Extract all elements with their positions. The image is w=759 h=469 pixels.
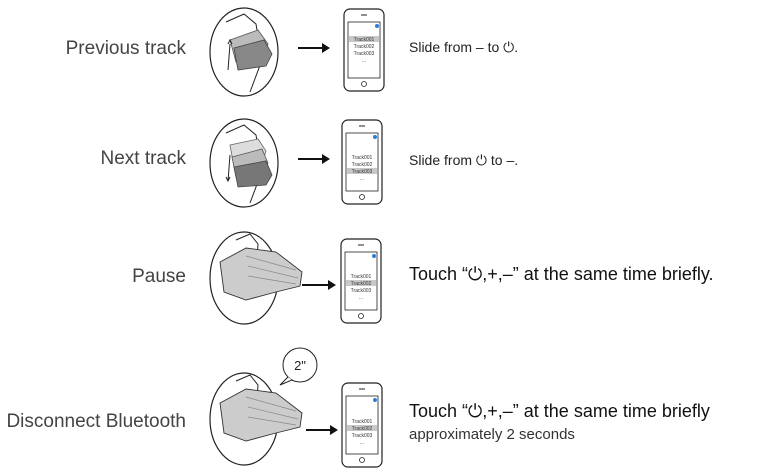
track-item: Track001 <box>352 155 373 161</box>
status-dot-icon <box>372 254 376 258</box>
timer-bubble-text: 2" <box>294 358 306 373</box>
phone-illustration: Track001 Track002 Track003 ... <box>343 8 385 92</box>
row-description: Slide from ⏻ to –. <box>409 152 519 168</box>
track-item: Track003 <box>352 433 373 439</box>
track-item: ... <box>359 295 363 301</box>
track-item: Track001 <box>354 37 375 43</box>
track-item: Track002 <box>351 281 372 287</box>
swipe-down-hand-illustration: Track001 Track002 Track003 ... <box>209 118 383 208</box>
track-item: Track001 <box>352 419 373 425</box>
row-label: Previous track <box>65 38 186 59</box>
track-item: Track002 <box>352 162 373 168</box>
row-description: Slide from – to ⏻. <box>409 39 519 55</box>
track-item: ... <box>362 58 366 64</box>
row-description: Touch “⏻,+,–” at the same time briefly <box>409 401 710 421</box>
track-item: Track003 <box>352 169 373 175</box>
right-arrow-icon <box>298 43 330 53</box>
row-subdescription: approximately 2 seconds <box>409 426 575 443</box>
row-next-track: Next track Track001 Track002 Track003 ..… <box>0 115 759 215</box>
track-item: Track003 <box>351 288 372 294</box>
status-dot-icon <box>375 24 379 28</box>
swipe-up-hand-illustration: Track001 Track002 Track003 ... <box>209 7 385 97</box>
track-item: Track002 <box>352 426 373 432</box>
palm-hold-hand-illustration: 2" Track001 Track002 Track003 ... <box>209 347 383 468</box>
phone-illustration: Track001 Track002 Track003 ... <box>340 238 382 324</box>
palm-touch-hand-illustration: Track001 Track002 Track003 ... <box>209 231 382 325</box>
track-item: ... <box>360 440 364 446</box>
right-arrow-icon <box>306 425 338 435</box>
status-dot-icon <box>373 135 377 139</box>
phone-illustration: Track001 Track002 Track003 ... <box>341 382 383 468</box>
row-description: Touch “⏻,+,–” at the same time briefly. <box>409 264 714 284</box>
right-arrow-icon <box>302 280 336 290</box>
track-item: Track003 <box>354 51 375 57</box>
track-item: Track001 <box>351 274 372 280</box>
row-label: Next track <box>100 148 186 169</box>
track-item: Track002 <box>354 44 375 50</box>
row-disconnect-bluetooth: Disconnect Bluetooth 2" Track001 Track00… <box>0 345 759 469</box>
timer-bubble: 2" <box>279 347 318 386</box>
row-pause: Pause Track001 Track002 Track003 ... Tou… <box>0 222 759 332</box>
status-dot-icon <box>373 398 377 402</box>
row-description-group: Touch “⏻,+,–” at the same time briefly a… <box>409 401 710 443</box>
row-label: Pause <box>132 266 186 287</box>
right-arrow-icon <box>298 154 330 164</box>
phone-illustration: Track001 Track002 Track003 ... <box>341 119 383 205</box>
row-previous-track: Previous track Track001 Track002 Track00… <box>0 0 759 110</box>
row-label: Disconnect Bluetooth <box>6 411 186 432</box>
track-item: ... <box>360 176 364 182</box>
